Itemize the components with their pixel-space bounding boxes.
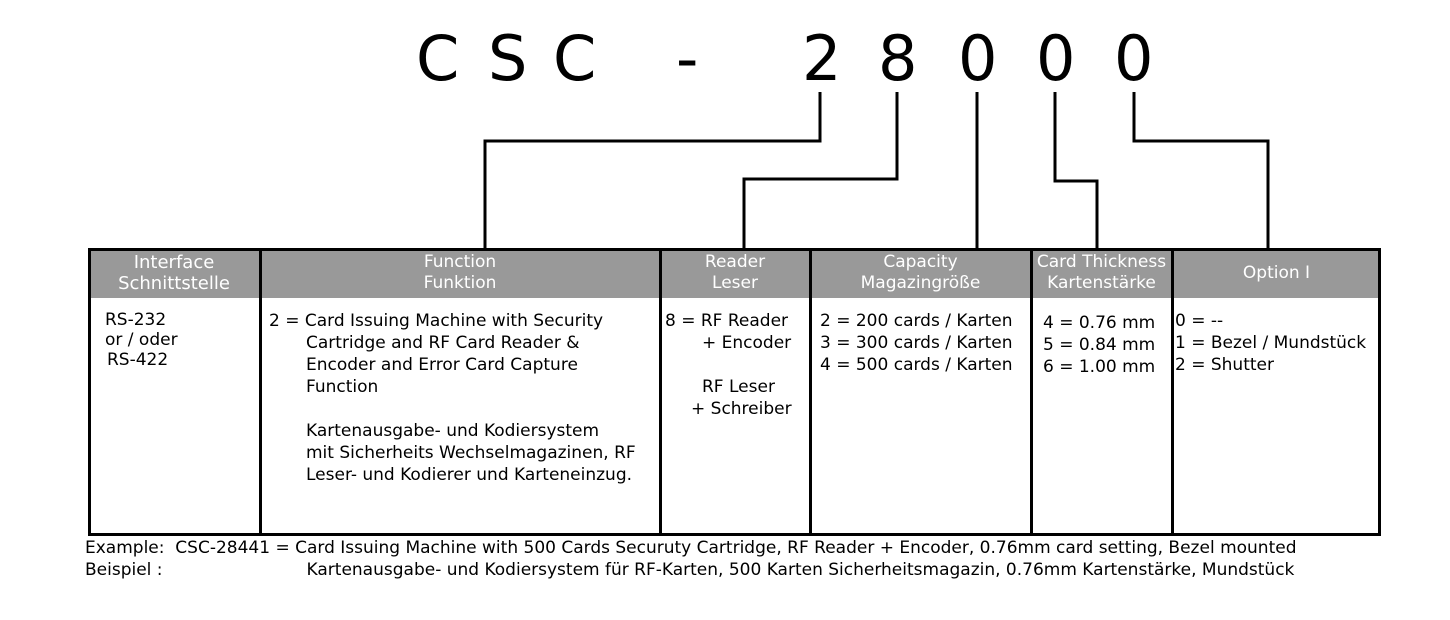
cell-line: RS-232 <box>105 310 167 330</box>
cell-line: 6 = 1.00 mm <box>1043 357 1156 377</box>
cell-line: 4 = 500 cards / Karten <box>820 355 1013 375</box>
column-body-thickness: 4 = 0.76 mm 5 = 0.84 mm 6 = 1.00 mm <box>1043 312 1172 378</box>
table-border-top <box>88 248 1381 251</box>
code-char-dash: - <box>676 22 699 95</box>
header-line: Leser <box>712 273 758 293</box>
header-line: Option I <box>1242 262 1311 283</box>
cell-line: Kartenausgabe- und Kodiersystem <box>306 421 600 441</box>
column-interface: Interface Schnittstelle RS-232 or / oder… <box>88 248 260 536</box>
cell-spacer <box>269 398 660 420</box>
cell-line: 3 = 300 cards / Karten <box>820 333 1013 353</box>
example-row: Example: CSC-28441 = Card Issuing Machin… <box>85 537 1297 559</box>
header-line: Capacity <box>883 252 958 272</box>
header-line: Funktion <box>423 273 497 293</box>
header-line: Reader <box>704 252 766 272</box>
header-line: Schnittstelle <box>118 273 230 294</box>
header-line: Interface <box>133 252 215 273</box>
table-border-bottom <box>88 533 1381 536</box>
column-body-capacity: 2 = 200 cards / Karten 3 = 300 cards / K… <box>820 310 1031 376</box>
column-header-capacity: Capacity Magazingröße <box>810 248 1031 298</box>
beispiel-row: Beispiel : Kartenausgabe- und Kodiersyste… <box>85 559 1294 581</box>
connector-lines <box>483 92 1270 248</box>
cell-line: 0 = -- <box>1175 311 1224 331</box>
column-header-function: Function Funktion <box>260 248 660 298</box>
header-line: Kartenstärke <box>1047 273 1156 293</box>
code-char-c2: C <box>553 22 597 95</box>
column-header-interface: Interface Schnittstelle <box>88 248 260 298</box>
column-divider <box>659 248 662 536</box>
column-thickness: Card Thickness Kartenstärke 4 = 0.76 mm … <box>1031 248 1172 536</box>
column-header-thickness: Card Thickness Kartenstärke <box>1031 248 1172 298</box>
column-divider <box>809 248 812 536</box>
column-header-option: Option I <box>1172 248 1381 298</box>
code-char-thickness: 0 <box>1036 22 1076 95</box>
column-option: Option I 0 = -- 1 = Bezel / Mundstück 2 … <box>1172 248 1381 536</box>
cell-line: Function <box>306 377 379 397</box>
column-body-function: 2 = Card Issuing Machine with Security C… <box>269 310 660 486</box>
example-label: Example: <box>85 538 165 558</box>
cell-line: RS-422 <box>107 350 169 370</box>
table-border-right <box>1378 248 1381 536</box>
example-text: CSC-28441 = Card Issuing Machine with 50… <box>175 538 1297 558</box>
header-line: Magazingröße <box>860 273 981 293</box>
column-body-reader: 8 = RF Reader + Encoder RF Leser + Schre… <box>665 310 810 420</box>
code-char-interface: 2 <box>802 22 842 95</box>
header-line: Card Thickness <box>1036 252 1167 272</box>
cell-line: 2 = Shutter <box>1175 355 1274 375</box>
cell-line: Leser- und Kodierer und Karteneinzug. <box>306 465 633 485</box>
column-divider <box>259 248 262 536</box>
column-capacity: Capacity Magazingröße 2 = 200 cards / Ka… <box>810 248 1031 536</box>
column-divider <box>1171 248 1174 536</box>
cell-line: or / oder <box>105 330 178 350</box>
cell-line: 2 = 200 cards / Karten <box>820 311 1013 331</box>
spec-table: Interface Schnittstelle RS-232 or / oder… <box>88 248 1381 536</box>
code-char-s: S <box>488 22 528 95</box>
cell-line: + Encoder <box>702 333 792 353</box>
column-reader: Reader Leser 8 = RF Reader + Encoder RF … <box>660 248 810 536</box>
cell-line: 1 = Bezel / Mundstück <box>1175 333 1367 353</box>
cell-spacer <box>665 354 810 376</box>
table-border-left <box>88 248 91 536</box>
cell-line: RF Leser <box>702 377 775 397</box>
column-divider <box>1030 248 1033 536</box>
connector-to-reader <box>742 92 899 248</box>
cell-line: Encoder and Error Card Capture <box>306 355 578 375</box>
column-function: Function Funktion 2 = Card Issuing Machi… <box>260 248 660 536</box>
cell-line: 2 = Card Issuing Machine with Security <box>269 311 604 331</box>
column-body-option: 0 = -- 1 = Bezel / Mundstück 2 = Shutter <box>1175 310 1381 376</box>
code-char-function: 8 <box>878 22 918 95</box>
connector-to-option <box>1132 92 1270 248</box>
header-line: Function <box>423 252 497 272</box>
column-header-reader: Reader Leser <box>660 248 810 298</box>
connector-to-thickness <box>1053 92 1099 248</box>
beispiel-text: Kartenausgabe- und Kodiersystem für RF-K… <box>306 560 1295 580</box>
beispiel-label: Beispiel : <box>85 560 163 580</box>
cell-line: 8 = RF Reader <box>665 311 789 331</box>
connector-to-function <box>483 92 822 248</box>
code-char-option: 0 <box>1114 22 1154 95</box>
cell-line: mit Sicherheits Wechselmagazinen, RF <box>306 443 636 463</box>
cell-line: 5 = 0.84 mm <box>1043 335 1156 355</box>
cell-line: Cartridge and RF Card Reader & <box>306 333 580 353</box>
cell-line: 4 = 0.76 mm <box>1043 313 1156 333</box>
cell-line: + Schreiber <box>691 399 792 419</box>
code-char-c1: C <box>416 22 460 95</box>
code-char-capacity: 0 <box>958 22 998 95</box>
column-body-interface: RS-232 or / oder RS-422 <box>105 310 260 370</box>
